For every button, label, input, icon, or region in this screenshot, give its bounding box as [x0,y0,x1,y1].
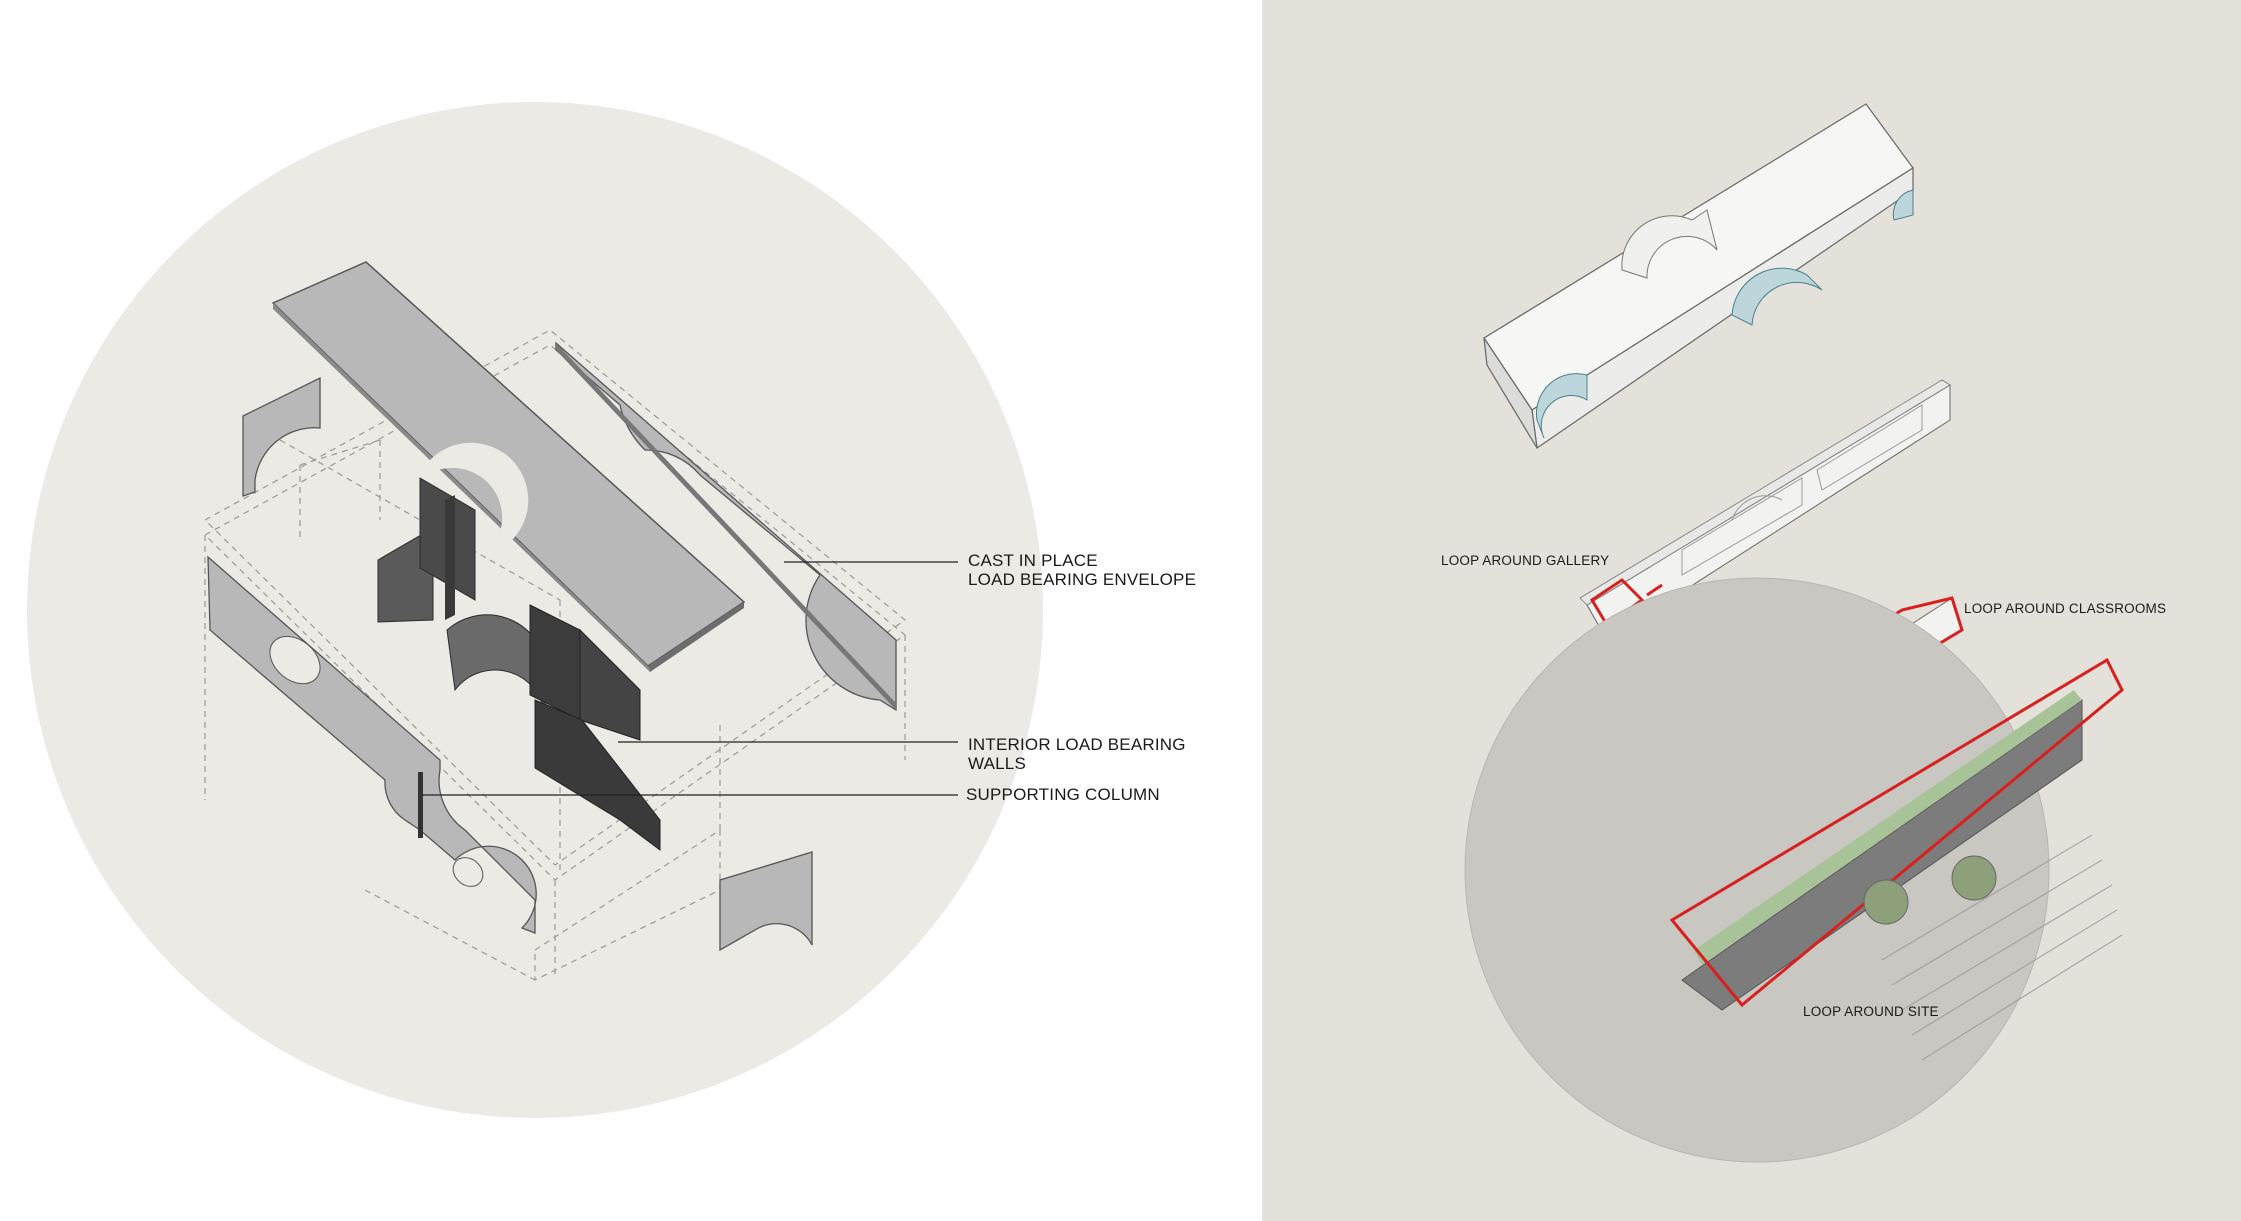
right-panel-circulation: LOOP AROUND GALLERY LOOP AROUND CLASSROO… [1262,0,2241,1221]
loop-site-label: LOOP AROUND SITE [1803,1004,1939,1019]
interior-walls [377,477,661,851]
site-stripes [1881,834,2123,1061]
loop-classrooms-label: LOOP AROUND CLASSROOMS [1964,601,2167,616]
left-panel-structure: CAST IN PLACE LOAD BEARING ENVELOPE INTE… [27,102,1196,1118]
structure-exploded-axonometric [27,102,1043,1118]
end-panel-left [242,376,321,497]
roof-slab [271,261,746,672]
supporting-column [418,772,423,838]
envelope-label-line2: LOAD BEARING ENVELOPE [968,570,1197,589]
interior-walls-label-line1: INTERIOR LOAD BEARING [968,735,1186,754]
envelope-label: CAST IN PLACE LOAD BEARING ENVELOPE [968,551,1196,589]
loop-gallery-label: LOOP AROUND GALLERY [1441,553,1610,568]
leader-lines [422,561,958,796]
building-massing [1483,103,1914,450]
circulation-exploded-axonometric [1464,103,2124,1163]
interior-walls-label: INTERIOR LOAD BEARING WALLS [968,735,1186,773]
end-panel-right [719,851,813,952]
interior-walls-label-line2: WALLS [968,754,1027,773]
side-wall-right [555,341,897,712]
envelope-label-line1: CAST IN PLACE [968,551,1098,570]
site-model [1464,577,2124,1163]
supporting-column-label: SUPPORTING COLUMN [966,785,1160,804]
side-wall-left [207,555,537,934]
